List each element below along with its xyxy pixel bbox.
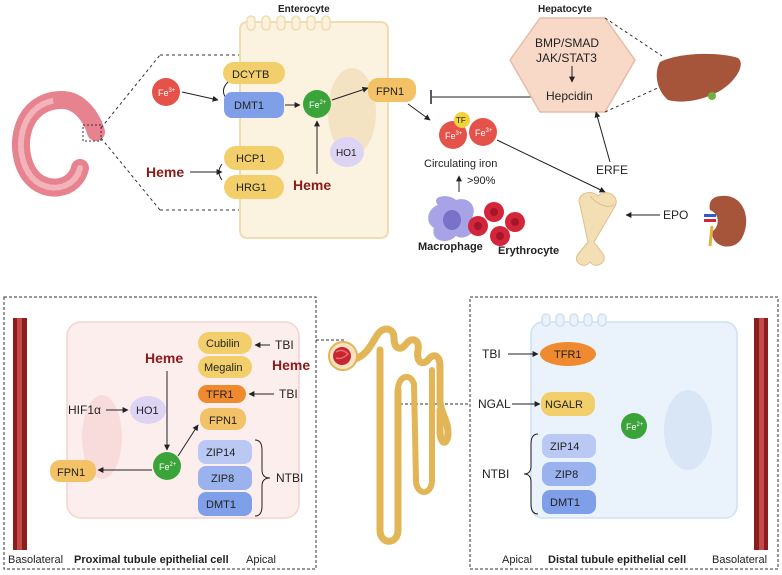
proximal-fpn1-apical <box>200 408 246 430</box>
proximal-fpn1-apical-label: FPN1 <box>209 415 237 427</box>
cubilin-label: Cubilin <box>206 338 240 350</box>
fe3-ion: Fe3+ <box>152 78 180 106</box>
erythrocyte-label: Erythrocyte <box>498 245 559 257</box>
blood-vessel-right <box>754 318 768 550</box>
svg-text:Fe3+: Fe3+ <box>475 128 493 138</box>
macrophage-label: Macrophage <box>418 241 483 253</box>
hcp1-label: HCP1 <box>236 153 265 165</box>
liver-illustration <box>656 53 741 102</box>
ho1-enzyme <box>330 137 364 167</box>
svg-text:Fe2+: Fe2+ <box>159 462 177 472</box>
proximal-ho1-label: HO1 <box>136 405 159 417</box>
circulating-iron-label: Circulating iron <box>424 158 497 170</box>
proximal-zip8-label: ZIP8 <box>211 473 234 485</box>
intestine-illustration <box>11 91 105 197</box>
proximal-heme-tbi-label: Heme <box>272 357 310 373</box>
epo-label: EPO <box>663 208 688 222</box>
proximal-tbi-label-2: TBI <box>279 387 298 401</box>
distal-tfr1-label: TFR1 <box>554 349 582 361</box>
distal-zip8-label: ZIP8 <box>555 469 578 481</box>
dmt1-transporter <box>224 92 284 118</box>
megalin-label: Megalin <box>204 362 243 374</box>
distal-tfr1-receptor <box>540 342 596 366</box>
over-90-label: >90% <box>467 175 496 187</box>
macrophage-illustration <box>428 196 475 242</box>
proximal-tubule-panel <box>3 296 317 570</box>
dmt1-label: DMT1 <box>234 100 264 112</box>
proximal-cell-label: Proximal tubule epithelial cell <box>74 554 229 566</box>
hepcidin-label: Hepcidin <box>546 89 593 103</box>
svg-text:Fe2+: Fe2+ <box>626 422 644 432</box>
distal-tbi-label: TBI <box>482 347 501 361</box>
proximal-tfr1-label: TFR1 <box>206 389 234 401</box>
distal-zip14-transporter <box>542 434 596 458</box>
distal-ntbi-bracket <box>523 433 539 515</box>
dcytb-label: DCYTB <box>232 69 269 81</box>
blood-vessel-left <box>13 318 27 550</box>
hepatocyte-label: Hepatocyte <box>538 4 592 15</box>
proximal-tfr1-receptor <box>198 385 246 403</box>
proximal-ntbi-bracket <box>254 439 271 517</box>
proximal-tbi-label-1: TBI <box>275 338 294 352</box>
enterocyte-cell <box>239 15 389 239</box>
intestine-zoom-box <box>82 124 102 142</box>
ngalr-label: NGALR <box>545 399 583 411</box>
tf-label: TF <box>456 116 466 125</box>
hrg1-label: HRG1 <box>236 182 267 194</box>
proximal-apical-label: Apical <box>246 554 276 566</box>
hrg1-transporter <box>224 175 284 199</box>
distal-apical-label: Apical <box>502 554 532 566</box>
proximal-ho1-enzyme <box>130 396 166 424</box>
dcytb-transporter <box>223 62 285 84</box>
proximal-zip8-transporter <box>198 466 252 490</box>
proximal-heme-label: Heme <box>145 350 183 366</box>
hcp1-transporter <box>224 146 284 170</box>
proximal-zip14-label: ZIP14 <box>206 447 235 459</box>
circulating-iron: Fe3+ Fe3+ TF <box>439 112 497 149</box>
proximal-fpn1-basal-label: FPN1 <box>57 467 85 479</box>
distal-basolateral-label: Basolateral <box>712 554 767 566</box>
distal-fe2-ion: Fe2+ <box>621 413 647 439</box>
bmp-smad-label: BMP/SMAD <box>535 36 599 50</box>
fe2-ion: Fe2+ <box>303 90 331 118</box>
proximal-zip14-transporter <box>198 440 252 464</box>
jak-stat3-label: JAK/STAT3 <box>536 51 597 65</box>
heme-left-label: Heme <box>146 164 184 180</box>
distal-dmt1-transporter <box>542 490 596 514</box>
kidney-illustration <box>704 195 747 247</box>
heme-center-label: Heme <box>293 177 331 193</box>
proximal-ntbi-label: NTBI <box>276 471 303 485</box>
bone-illustration <box>576 192 617 266</box>
hif1a-label: HIF1α <box>68 403 101 417</box>
distal-cell-label: Distal tubule epithelial cell <box>548 554 686 566</box>
distal-zip8-transporter <box>542 462 596 486</box>
fpn1-exporter <box>368 78 416 102</box>
enterocyte-label: Enterocyte <box>278 4 330 15</box>
ho1-label: HO1 <box>336 148 357 159</box>
distal-ntbi-label: NTBI <box>482 467 509 481</box>
svg-text:Fe3+: Fe3+ <box>158 88 176 98</box>
fpn1-label: FPN1 <box>376 86 404 98</box>
proximal-dmt1-transporter <box>198 492 252 516</box>
nephron-illustration <box>348 325 452 545</box>
ngal-label: NGAL <box>478 397 511 411</box>
svg-text:Fe2+: Fe2+ <box>309 100 327 110</box>
ngalr-receptor <box>541 392 595 416</box>
erythrocyte-illustration <box>468 202 525 246</box>
distal-zip14-label: ZIP14 <box>550 441 579 453</box>
erfe-label: ERFE <box>596 163 628 177</box>
proximal-fpn1-basal <box>50 460 96 482</box>
proximal-basolateral-label: Basolateral <box>8 554 63 566</box>
megalin-receptor <box>198 356 252 378</box>
proximal-dmt1-label: DMT1 <box>206 499 236 511</box>
distal-dmt1-label: DMT1 <box>550 497 580 509</box>
glomerulus-illustration <box>328 341 358 371</box>
zoom-line-top <box>100 54 161 129</box>
proximal-fe2-ion: Fe2+ <box>153 452 181 480</box>
svg-text:Fe3+: Fe3+ <box>445 131 463 141</box>
cubilin-receptor <box>198 332 252 354</box>
